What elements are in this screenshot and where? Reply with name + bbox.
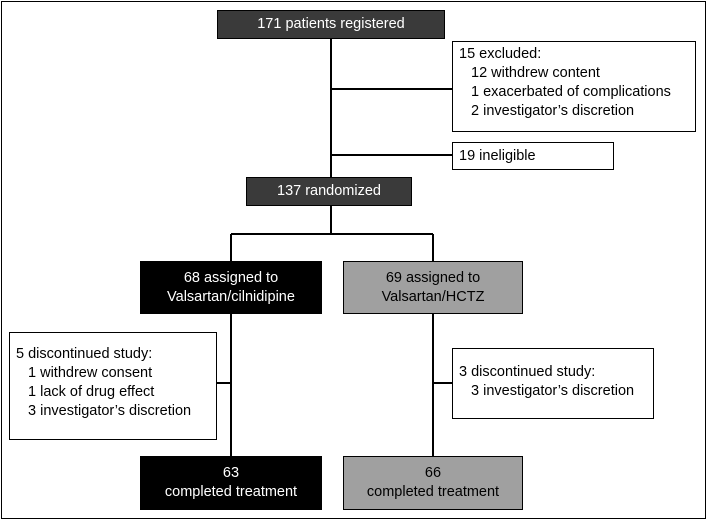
randomized-box: 137 randomized: [246, 177, 412, 206]
ineligible-label: 19 ineligible: [459, 147, 536, 164]
excluded-item: 2 investigator’s discretion: [471, 103, 635, 119]
registered-label: 171 patients registered: [257, 16, 405, 32]
arm-a-completed-box: 63 completed treatment: [140, 456, 322, 510]
arm-a-discontinued-item: 3 investigator’s discretion: [28, 403, 192, 419]
excluded-item: 12 withdrew content: [471, 65, 600, 81]
arm-a-discontinued-title: 5 discontinued study:: [16, 346, 153, 362]
randomized-label: 137 randomized: [277, 183, 381, 199]
arm-a-assigned-line2: Valsartan/cilnidipine: [167, 288, 295, 305]
arm-b-discontinued-title: 3 discontinued study:: [459, 364, 596, 380]
arm-b-discontinued-item: 3 investigator’s discretion: [471, 383, 635, 399]
arm-b-completed-count: 66: [424, 465, 442, 481]
arm-a-discontinued-item: 1 withdrew consent: [28, 365, 153, 381]
arm-a-completed-count: 63: [222, 465, 240, 481]
excluded-item: 1 exacerbated of complications: [471, 84, 671, 100]
excluded-box: 15 excluded: 12 withdrew content 1 exace…: [452, 41, 696, 132]
arm-b-discontinued-box: 3 discontinued study: 3 investigator’s d…: [452, 348, 654, 419]
arm-b-assigned-box: 69 assigned to Valsartan/HCTZ: [343, 261, 523, 314]
excluded-title: 15 excluded:: [459, 46, 542, 62]
registered-box: 171 patients registered: [217, 10, 445, 39]
arm-b-completed-label: completed treatment: [366, 484, 500, 500]
arm-b-completed-box: 66 completed treatment: [343, 456, 523, 510]
arm-a-completed-label: completed treatment: [164, 484, 298, 500]
arm-b-assigned-line2: Valsartan/HCTZ: [381, 288, 485, 305]
arm-b-assigned-line1: 69 assigned to: [385, 269, 481, 286]
ineligible-box: 19 ineligible: [452, 142, 614, 170]
arm-a-assigned-box: 68 assigned to Valsartan/cilnidipine: [140, 261, 322, 314]
arm-a-discontinued-item: 1 lack of drug effect: [28, 384, 155, 400]
arm-a-assigned-line1: 68 assigned to: [183, 269, 279, 286]
arm-a-discontinued-box: 5 discontinued study: 1 withdrew consent…: [9, 332, 217, 440]
